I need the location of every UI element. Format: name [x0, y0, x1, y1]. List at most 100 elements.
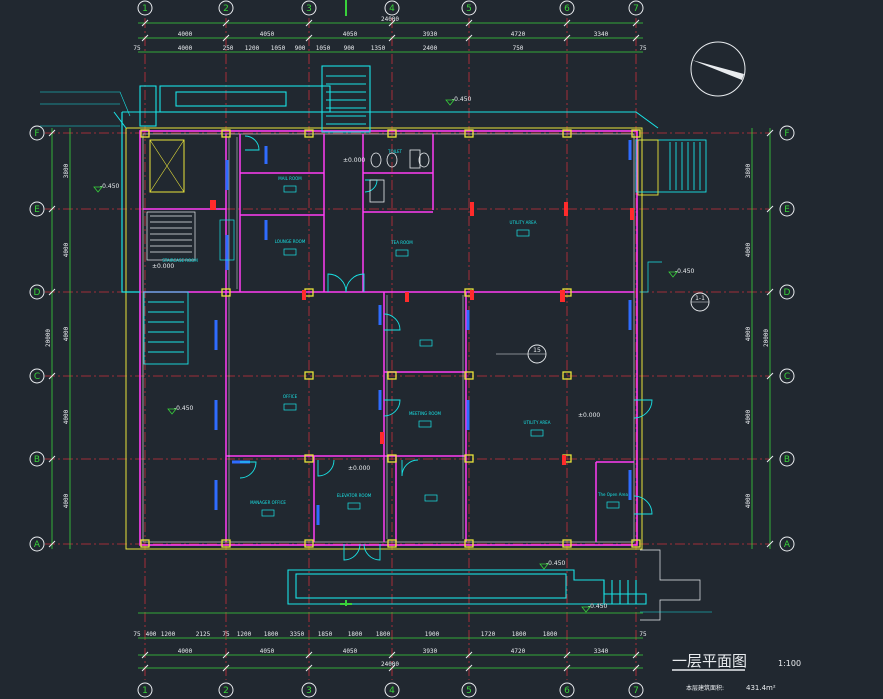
detail-dimension: 75: [639, 631, 647, 638]
room-label: ELEVATOR ROOM: [337, 493, 372, 498]
detail-dimension: 1050: [316, 45, 331, 52]
detail-dimension: 1350: [371, 45, 386, 52]
row-bubbles-left: [29, 125, 45, 552]
detail-dimension: 75: [222, 631, 230, 638]
exterior-stair-left: [143, 291, 189, 365]
column-label: 2: [223, 4, 229, 14]
row-label: F: [34, 129, 39, 139]
detail-marker: 15: [496, 344, 547, 364]
detail-label: 15: [533, 347, 541, 354]
row-label: E: [784, 205, 790, 215]
column-label: 3: [306, 4, 312, 14]
detail-dimension: 2400: [423, 45, 438, 52]
room-label: MAIL ROOM: [278, 176, 302, 181]
level-text: -0.450: [588, 603, 608, 610]
toilet-fixtures: [369, 149, 430, 203]
bay-dimension: 3340: [594, 31, 609, 38]
room-label: TOILET: [387, 149, 403, 154]
bay-dimension: 4720: [511, 648, 526, 655]
row-label: F: [784, 129, 789, 139]
bay-dimension: 4050: [260, 31, 275, 38]
room-labels: UTILITY AREA UTILITY AREA OFFICE MEETING…: [162, 149, 628, 505]
row-labels-right: F E D C B A: [784, 129, 791, 550]
row-label: D: [784, 288, 791, 298]
leader-notes: [40, 91, 712, 613]
column-label: 5: [466, 686, 472, 696]
bay-dimension: 4000: [178, 31, 193, 38]
column-label: 6: [564, 686, 570, 696]
detail-dimension: 1900: [425, 631, 440, 638]
bay-dimension: 3930: [423, 648, 438, 655]
bay-dimension: 4000: [63, 493, 70, 508]
column-label: 5: [466, 4, 472, 14]
detail-dimension: 1050: [271, 45, 286, 52]
column-bubbles-bottom: [137, 682, 644, 698]
red-window-marks: [210, 200, 634, 465]
room-label: STAIRCASE ROOM: [162, 258, 198, 263]
level-text: ±0.000: [343, 157, 365, 164]
bay-dimension: 4050: [343, 648, 358, 655]
detail-dimension: 4000: [178, 45, 193, 52]
row-label: B: [784, 455, 790, 465]
detail-dimension: 750: [513, 45, 524, 52]
dimension-lines: [51, 22, 771, 669]
blue-window-marks: [214, 140, 632, 525]
bay-dimension: 4720: [511, 31, 526, 38]
detail-dimension: 1850: [318, 631, 333, 638]
detail-dimension: 75: [639, 45, 647, 52]
column-labels-top: 1 2 3 4 5 6 7: [142, 4, 639, 14]
area-value: 431.4m²: [746, 684, 776, 692]
total-dimension: 20000: [45, 329, 52, 347]
room-label: MANAGER OFFICE: [250, 500, 286, 505]
bay-dimension: 4000: [63, 409, 70, 424]
room-label: UTILITY AREA: [524, 420, 551, 425]
staircase-right: [635, 139, 707, 196]
bay-dimension: 3930: [423, 31, 438, 38]
total-dimension: 24000: [381, 16, 399, 23]
structural-columns: [140, 129, 641, 548]
total-dimension: 20000: [763, 329, 770, 347]
detail-dimension: 250: [223, 45, 234, 52]
level-text: -0.450: [546, 560, 566, 567]
detail-dimension: 1800: [264, 631, 279, 638]
bay-dimension: 4000: [745, 409, 752, 424]
level-text: -0.450: [174, 405, 194, 412]
room-label: MEETING ROOM: [409, 411, 442, 416]
bay-dimension: 4000: [178, 648, 193, 655]
bay-dimension: 4000: [745, 242, 752, 257]
row-bubbles-right: [779, 125, 795, 552]
row-label: C: [784, 372, 790, 382]
level-triangles: [93, 99, 678, 613]
room-label: LOUNGE ROOM: [275, 239, 306, 244]
room-label: The Open Area: [597, 492, 628, 497]
column-label: 7: [633, 686, 639, 696]
bay-dimension: 4000: [745, 326, 752, 341]
detail-dimension: 1200: [245, 45, 260, 52]
dimension-text-bottom: 75 400 1200 2125 75 1200 1800 3350 1850 …: [133, 631, 647, 668]
column-label: 7: [633, 4, 639, 14]
bay-dimension: 3800: [63, 163, 70, 178]
detail-dimension: 1720: [481, 631, 496, 638]
column-label: 6: [564, 4, 570, 14]
dimension-text-left: 20000 3800 4000 4000 4000 4000: [45, 163, 70, 508]
level-text: -0.450: [675, 268, 695, 275]
row-label: C: [34, 372, 40, 382]
detail-dimension: 1800: [348, 631, 363, 638]
drawing-scale: 1:100: [778, 659, 801, 668]
detail-dimension: 2125: [196, 631, 211, 638]
detail-dimension: 75: [133, 631, 141, 638]
column-labels-bottom: 1 2 3 4 5 6 7: [142, 686, 639, 696]
detail-dimension: 900: [295, 45, 306, 52]
column-bubbles-top: [137, 0, 644, 16]
room-label: UTILITY AREA: [510, 220, 537, 225]
detail-dimension: 900: [344, 45, 355, 52]
detail-dimension: 400: [146, 631, 157, 638]
door-swings: [239, 135, 653, 561]
wall-liners: [228, 137, 464, 539]
column-label: 1: [142, 4, 148, 14]
column-label: 3: [306, 686, 312, 696]
room-tags: [261, 185, 620, 517]
bay-dimension: 4000: [63, 326, 70, 341]
detail-dimension: 1800: [376, 631, 391, 638]
